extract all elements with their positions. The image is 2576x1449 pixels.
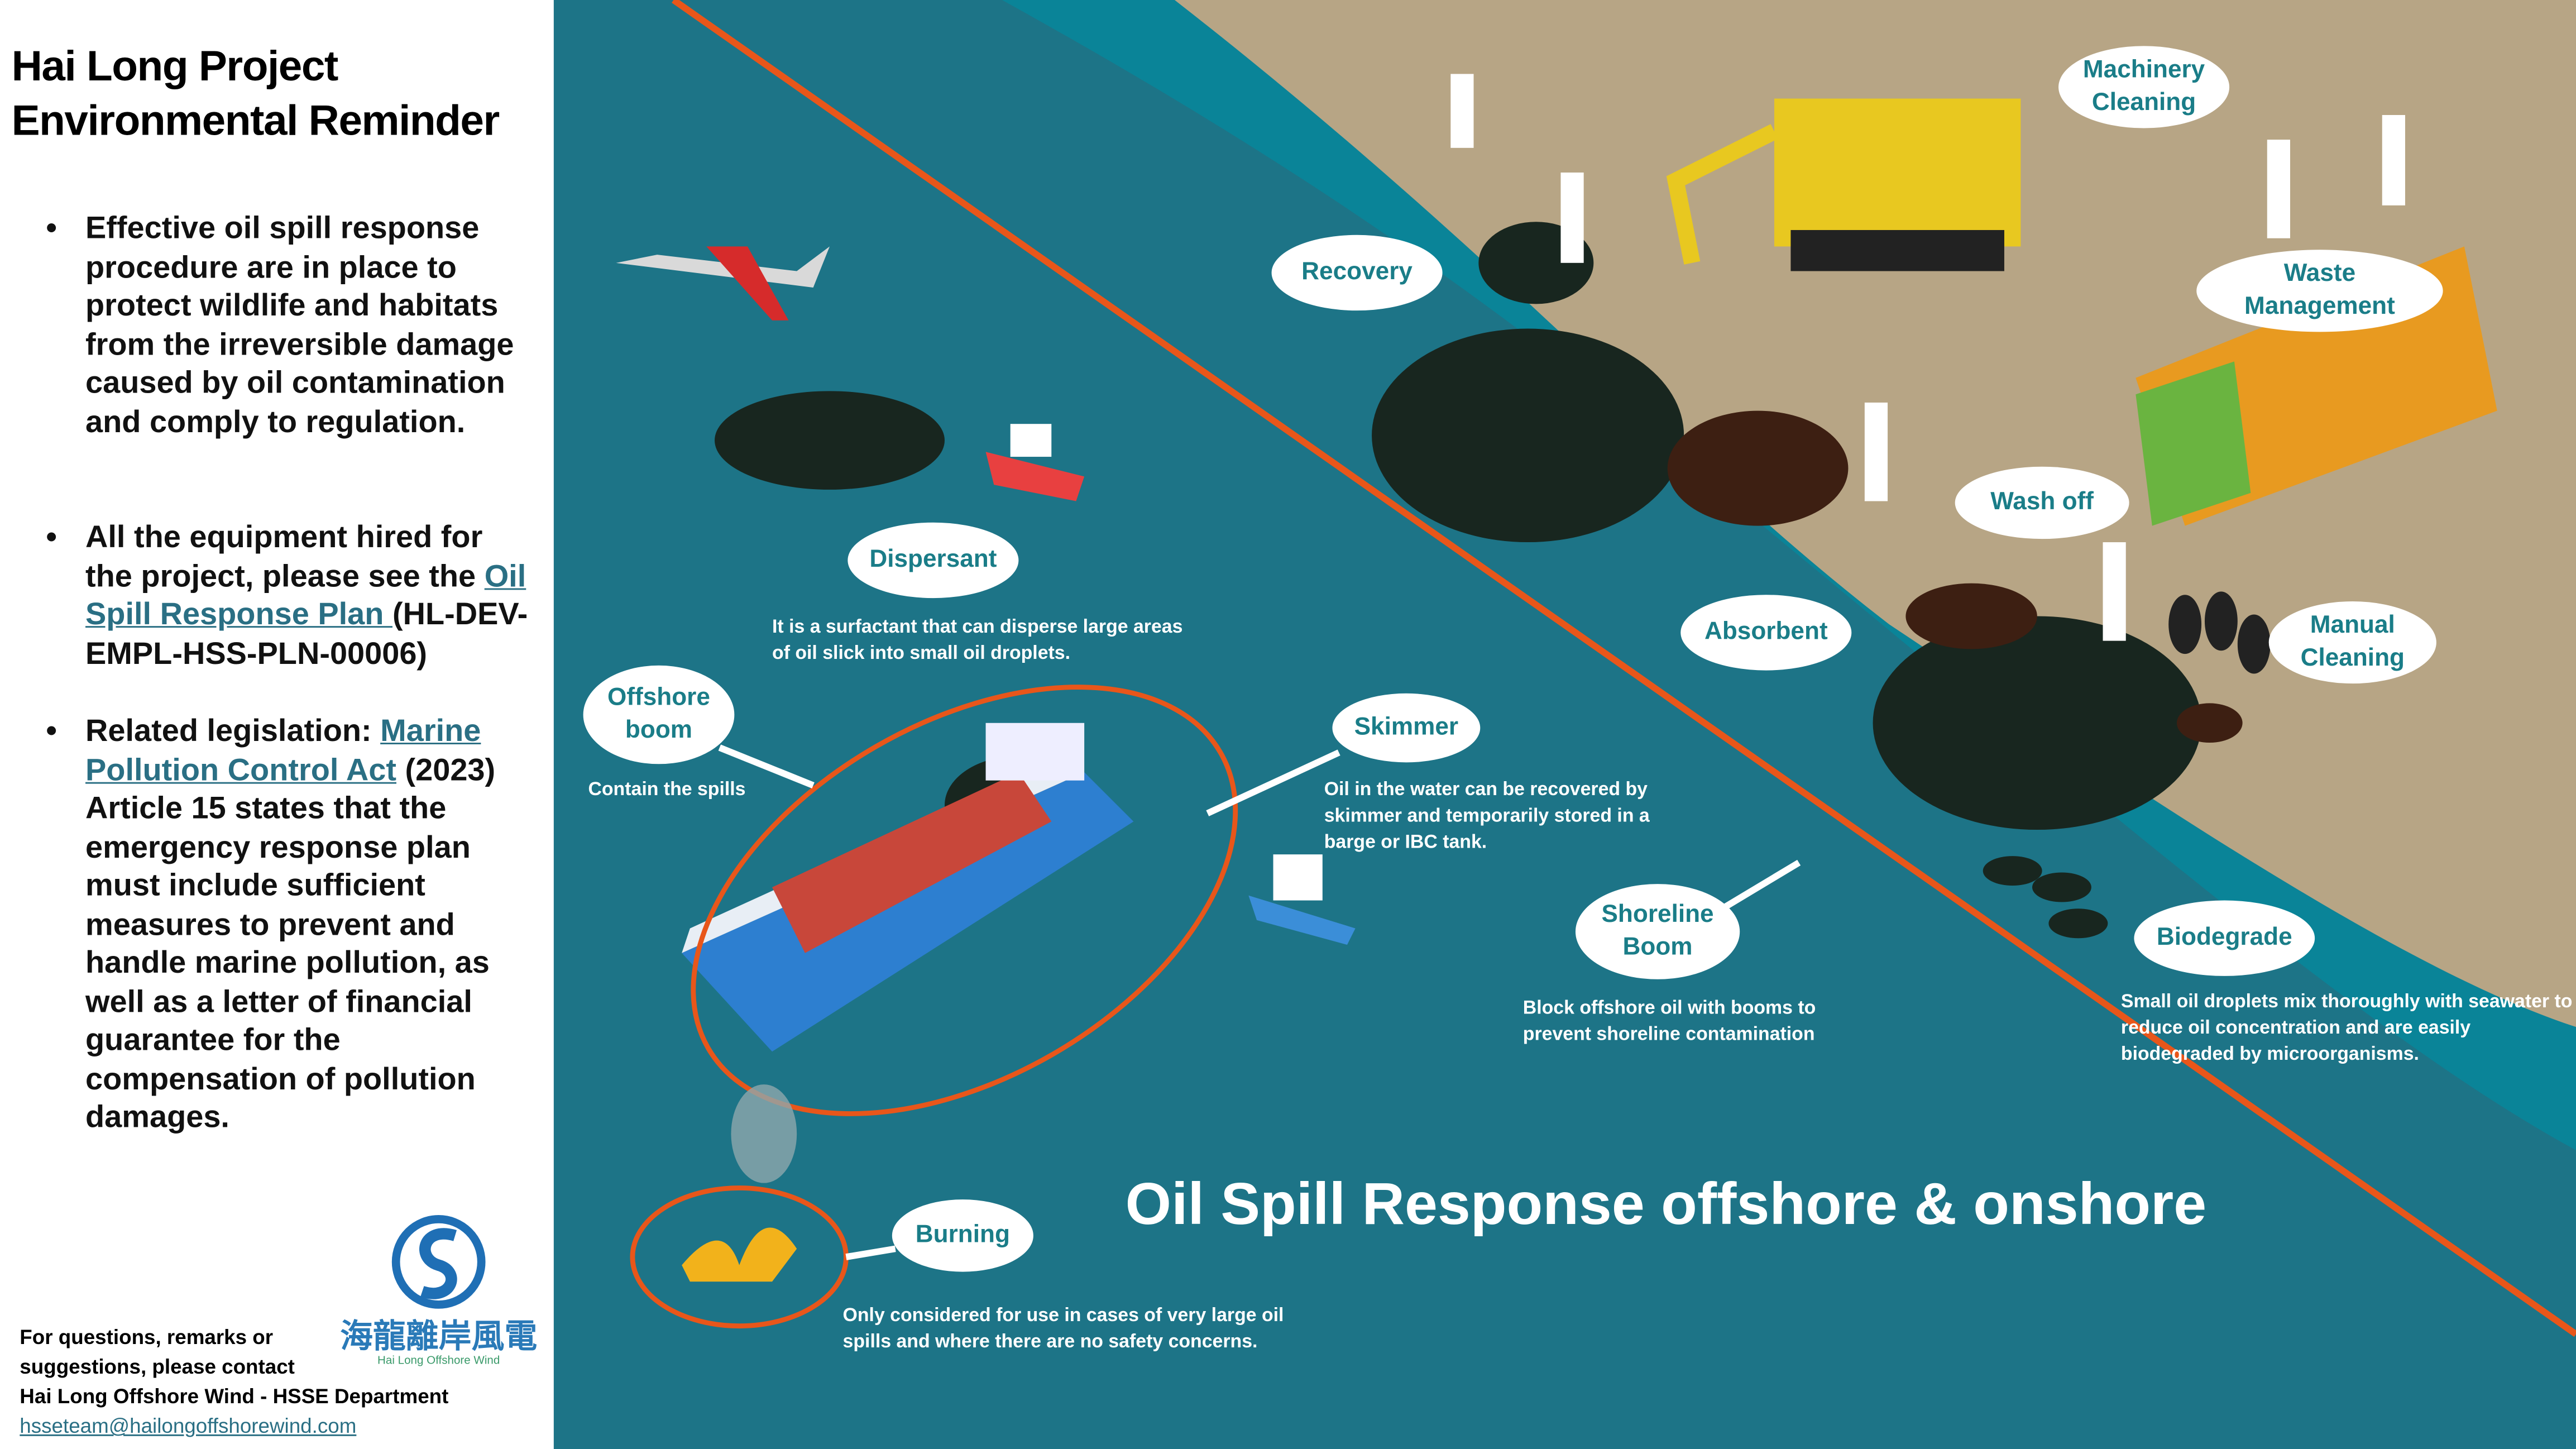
label-line: Waste: [2283, 259, 2356, 288]
label-connectors: [718, 744, 1801, 1260]
contact-text: suggestions, please contact: [20, 1355, 295, 1379]
bullet-icon: •: [46, 212, 57, 247]
bullet-text: (HL-DEV-EMPL-HSS-PLN-00006): [85, 598, 528, 672]
label-wash-off: Wash off: [1955, 466, 2129, 539]
marine-pollution-control-act-link[interactable]: Marine Pollution Control Act: [85, 715, 481, 788]
container-ship-icon: [682, 723, 1134, 1052]
title-line: Hai Long Project: [11, 41, 339, 90]
desc-offshore-boom: Contain the spills: [588, 780, 746, 801]
hai-long-logo: 海龍離岸風電 Hai Long Offshore Wind: [337, 1213, 542, 1369]
contact-text: For questions, remarks or: [20, 1326, 274, 1349]
plane-icon: [616, 246, 830, 321]
skimmer-boat-icon: [1248, 854, 1356, 945]
label-recovery: Recovery: [1271, 235, 1443, 311]
contact-text: Hai Long Offshore Wind - HSSE Department: [20, 1385, 449, 1408]
desc-burning: Only considered for use in cases of very…: [842, 1306, 1284, 1352]
worker-icons: [1450, 74, 2405, 641]
label-line: Shoreline: [1601, 900, 1714, 929]
label-line: Management: [2244, 292, 2395, 321]
boat-icon: [985, 424, 1085, 501]
illustration: Dispersant It is a surfactant that can d…: [553, 0, 2576, 1449]
label-biodegrade: Biodegrade: [2134, 900, 2315, 976]
bullet-oil-spill-procedure: • Effective oil spill response procedure…: [46, 211, 529, 442]
label-line: Machinery: [2082, 56, 2205, 84]
page-title: Hai Long Project Environmental Reminder: [11, 40, 500, 148]
bullet-equipment: • All the equipment hired for the projec…: [46, 519, 529, 674]
excavator-icon: [1666, 98, 2021, 271]
label-line: Offshore: [607, 683, 710, 712]
label-line: Boom: [1622, 933, 1693, 962]
contact-email-link[interactable]: hsseteam@hailongoffshorewind.com: [20, 1414, 357, 1438]
desc-shoreline-boom: Block offshore oil with booms to prevent…: [1522, 999, 1816, 1045]
label-line: Manual: [2310, 611, 2395, 639]
fire-icon: [682, 1084, 797, 1282]
bullet-text: Effective oil spill response procedure a…: [85, 212, 514, 440]
bullet-legislation: • Related legislation: Marine Pollution …: [46, 713, 529, 1138]
desc-dispersant: It is a surfactant that can disperse lar…: [772, 618, 1183, 664]
label-line: Cleaning: [2300, 644, 2405, 672]
label-absorbent: Absorbent: [1680, 595, 1852, 671]
label-dispersant: Dispersant: [848, 522, 1019, 599]
bullet-text: All the equipment hired for the project,…: [85, 520, 485, 594]
oil-spill-response-plan-link[interactable]: Oil Spill Response Plan: [85, 559, 526, 633]
shoreline-boom-line: [672, 0, 2576, 1337]
oil-slicks: [715, 222, 2202, 939]
label-line: boom: [625, 716, 693, 744]
bullet-icon: •: [46, 715, 57, 749]
bullet-text: Related legislation:: [85, 715, 381, 749]
offshore-boom-ring: [691, 685, 1238, 1116]
logo-text-cn: 海龍離岸風電: [340, 1318, 537, 1355]
logo-text-en: Hai Long Offshore Wind: [377, 1354, 500, 1366]
label-offshore-boom: Offshore boom: [583, 665, 735, 764]
contact-info: For questions, remarks or suggestions, p…: [20, 1323, 448, 1441]
bullet-icon: •: [46, 520, 57, 556]
desc-biodegrade: Small oil droplets mix thoroughly with s…: [2120, 992, 2573, 1065]
label-burning: Burning: [892, 1199, 1033, 1272]
burning-boom-ring: [630, 1185, 849, 1329]
sidebar: Hai Long Project Environmental Reminder …: [0, 0, 554, 1449]
bullet-text: (2023) Article 15 states that the emerge…: [85, 753, 496, 1136]
desc-skimmer: Oil in the water can be recovered by ski…: [1324, 780, 1650, 853]
label-line: Cleaning: [2091, 88, 2196, 117]
scene-background: [553, 0, 2576, 1449]
oil-on-shore: [1667, 410, 2243, 743]
label-skimmer: Skimmer: [1332, 693, 1481, 763]
headline: Oil Spill Response offshore & onshore: [1125, 1170, 2207, 1237]
title-line: Environmental Reminder: [11, 95, 500, 145]
waste-bags-icon: [2168, 591, 2271, 674]
